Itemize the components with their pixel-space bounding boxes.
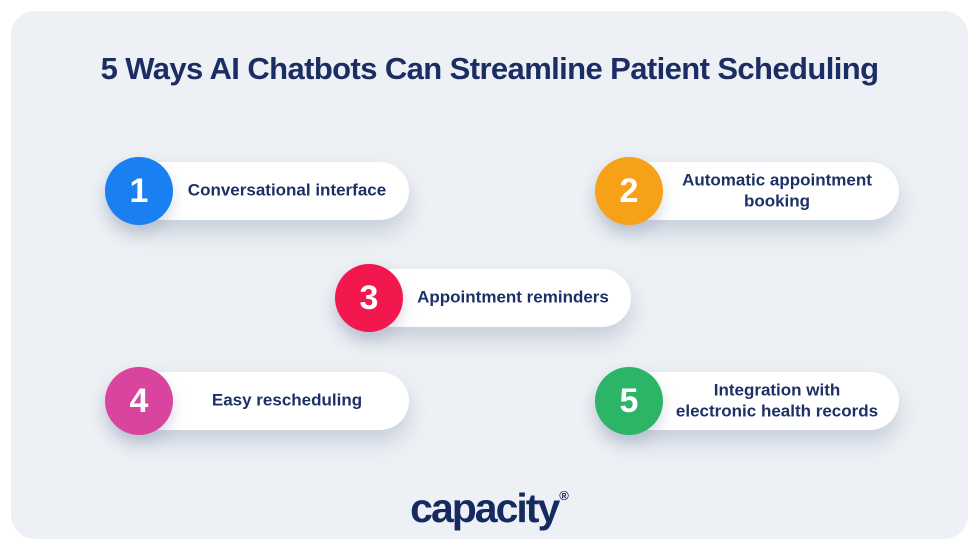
step-item-3: 3 Appointment reminders (335, 264, 631, 332)
step-number-badge-1: 1 (105, 157, 173, 225)
page-title: 5 Ways AI Chatbots Can Streamline Patien… (100, 51, 879, 86)
brand-logo-text: capacity (410, 485, 560, 531)
step-item-5: 5 Integration with electronic health rec… (595, 367, 899, 435)
step-item-4: 4 Easy rescheduling (105, 367, 409, 435)
step-item-2: 2 Automatic appointment booking (595, 157, 899, 225)
step-label-4: Easy rescheduling (211, 390, 363, 410)
step-label-3: Appointment reminders (417, 287, 609, 307)
step-number-badge-3: 3 (335, 264, 403, 332)
step-number-badge-5: 5 (595, 367, 663, 435)
step-label-5: Integration with electronic health recor… (675, 380, 879, 420)
step-number-badge-4: 4 (105, 367, 173, 435)
registered-mark: ® (559, 488, 569, 503)
step-label-1: Conversational interface (187, 180, 387, 200)
infographic-panel: 5 Ways AI Chatbots Can Streamline Patien… (11, 11, 968, 539)
step-item-1: 1 Conversational interface (105, 157, 409, 225)
step-number-badge-2: 2 (595, 157, 663, 225)
brand-logo: capacity® (11, 485, 968, 532)
step-label-2: Automatic appointment booking (682, 170, 872, 210)
